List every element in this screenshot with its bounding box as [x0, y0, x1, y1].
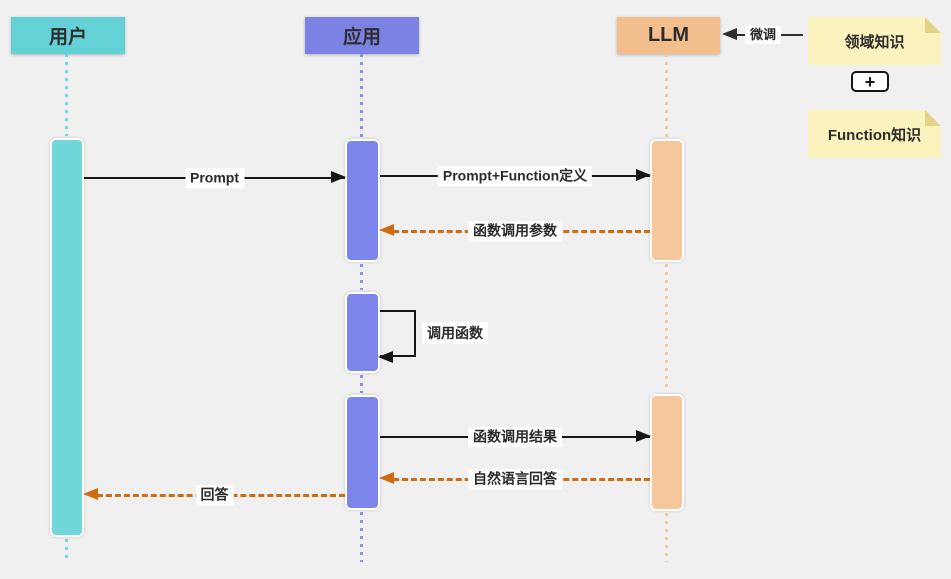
arrowhead-left-icon	[379, 224, 394, 236]
note-domain-knowledge-label: 领域知识	[844, 33, 905, 51]
arrowhead-left-icon	[83, 488, 98, 500]
arrowhead-left-icon	[722, 28, 737, 40]
lifeline-user-segment	[65, 539, 68, 562]
plus-icon: +	[864, 71, 876, 92]
note-function-knowledge: Function知识	[808, 110, 941, 158]
lifeline-app-segment	[360, 264, 363, 290]
actor-user-label: 用户	[48, 27, 87, 48]
message-call-function-label: 调用函数	[422, 322, 488, 344]
note-fold-icon	[925, 17, 941, 33]
lifeline-llm-segment	[665, 513, 668, 562]
note-fold-icon	[925, 110, 941, 126]
arrowhead-left-icon	[379, 472, 394, 484]
message-natural-lang-answer-label: 自然语言回答	[468, 469, 562, 489]
note-function-knowledge-label: Function知识	[827, 126, 922, 144]
activation-user	[50, 138, 84, 537]
arrowhead-right-icon	[636, 169, 651, 181]
actor-app-label: 应用	[342, 27, 381, 48]
lifeline-llm-segment	[665, 264, 668, 392]
actor-head-user: 用户	[11, 17, 125, 54]
activation-llm-1	[650, 139, 684, 262]
plus-box: +	[851, 71, 889, 92]
lifeline-llm-segment	[665, 54, 668, 137]
lifeline-app-segment	[360, 54, 363, 137]
finetune-label: 微调	[744, 25, 782, 45]
activation-app-self	[345, 292, 380, 373]
actor-llm-label: LLM	[647, 24, 690, 46]
message-function-call-result-label: 函数调用结果	[468, 427, 562, 447]
lifeline-app-segment	[360, 375, 363, 393]
activation-app-2	[345, 395, 380, 510]
activation-app-1	[345, 139, 380, 262]
activation-llm-2	[650, 394, 684, 511]
arrowhead-left-icon	[378, 351, 393, 363]
actor-head-app: 应用	[305, 17, 419, 54]
message-function-call-params-label: 函数调用参数	[468, 221, 562, 241]
lifeline-app-segment	[360, 512, 363, 562]
actor-head-llm: LLM	[617, 17, 720, 54]
lifeline-user-segment	[65, 54, 68, 136]
message-prompt-function-def-label: Prompt+Function定义	[437, 166, 593, 186]
note-domain-knowledge: 领域知识	[808, 17, 941, 65]
arrowhead-right-icon	[636, 430, 651, 442]
message-answer-label: 回答	[195, 485, 234, 505]
arrowhead-right-icon	[331, 171, 346, 183]
message-prompt-label: Prompt	[185, 168, 244, 188]
message-call-function-loop: 调用函数	[378, 310, 488, 363]
